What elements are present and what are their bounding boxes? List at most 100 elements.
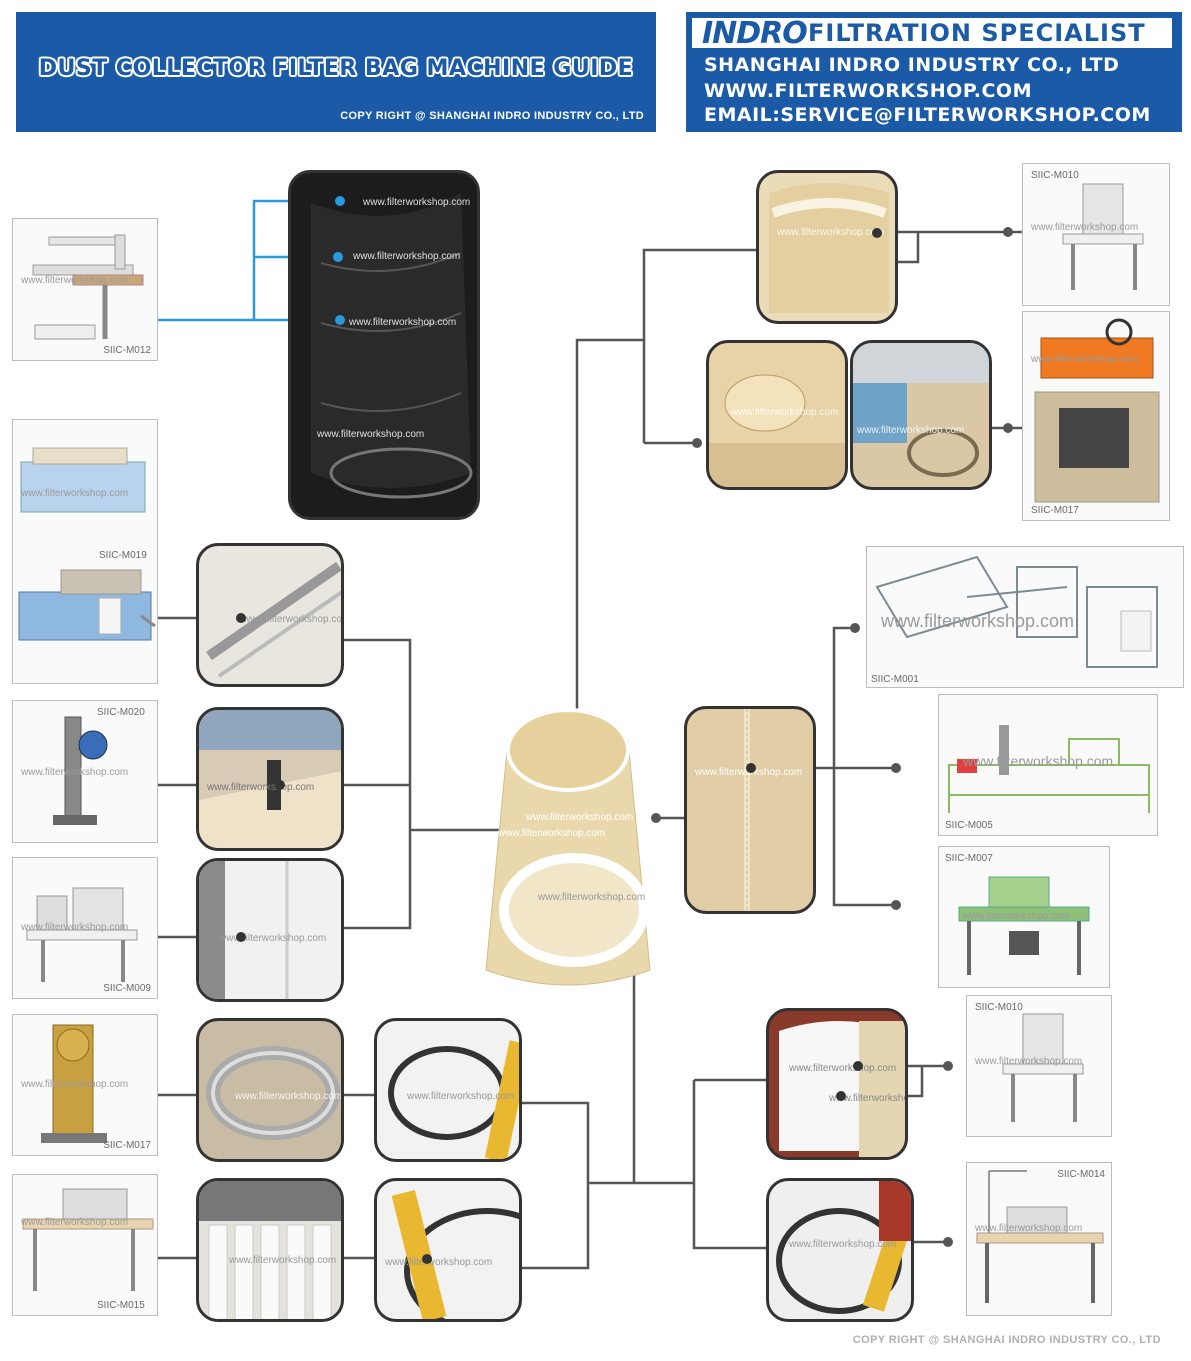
company-info-banner: INDRO FILTRATION SPECIALIST SHANGHAI IND… <box>686 12 1182 132</box>
machine-siic-m017-right[interactable]: www.filterworkshop.com SIIC-M017 <box>1022 311 1170 521</box>
watermark: www.filterworkshop.com <box>975 1056 1083 1067</box>
welding-production-line-icon <box>948 725 1150 813</box>
machine-siic-m005[interactable]: www.filterworkshop.com SIIC-M005 <box>938 694 1158 836</box>
inspection-machine-icon <box>18 447 156 641</box>
guide-title: DUST COLLECTOR FILTER BAG MACHINE GUIDE <box>38 56 634 81</box>
photo-bag-ring-sewing: www.filterworkshop.com <box>766 1178 914 1322</box>
machine-siic-m010-bottom[interactable]: www.filterworkshop.com SIIC-M010 <box>966 995 1112 1137</box>
watermark: www.filterworkshop.com <box>777 227 885 238</box>
watermark: www.filterworkshop.com <box>235 1091 343 1102</box>
hydraulic-press-icon <box>1034 318 1160 503</box>
watermark: www.filterworkshop.com <box>317 429 425 440</box>
connector-node <box>853 1061 863 1071</box>
center-felt-filter-bag: www.filterworkshop.com www.filterworksho… <box>478 700 658 990</box>
company-name: SHANGHAI INDRO INDUSTRY CO., LTD <box>704 54 1120 76</box>
indro-logo: INDRO <box>702 16 808 51</box>
brand-tagline: FILTRATION SPECIALIST <box>808 19 1146 47</box>
machine-code: SIIC-M001 <box>871 674 919 685</box>
machine-code: SIIC-M019 <box>99 550 147 561</box>
machine-siic-m019[interactable]: www.filterworkshop.com SIIC-M019 <box>12 419 158 684</box>
machine-siic-m007[interactable]: www.filterworkshop.com SIIC-M007 <box>938 846 1110 988</box>
connector-node <box>236 613 246 623</box>
watermark: www.filterworkshop.com <box>219 933 327 944</box>
photo-felt-seam-closeup: www.filterworkshop.com <box>684 706 816 914</box>
photo-black-mesh-filter-bag: www.filterworkshop.com www.filterworksho… <box>288 170 480 520</box>
flat-sewing-machine-icon <box>976 1170 1104 1303</box>
brand-box: INDRO FILTRATION SPECIALIST <box>690 16 1174 51</box>
machine-code: SIIC-M017 <box>1031 505 1079 516</box>
connector-node <box>422 1254 432 1264</box>
company-email[interactable]: EMAIL:SERVICE@FILTERWORKSHOP.COM <box>704 104 1151 126</box>
watermark: www.filterworkshop.com <box>21 1079 129 1090</box>
ultrasonic-welding-machine-icon <box>26 887 138 982</box>
watermark: www.filterworkshop.com <box>349 317 457 328</box>
watermark: www.filterworkshop.com <box>789 1063 897 1074</box>
machine-siic-m017-left[interactable]: www.filterworkshop.com SIIC-M017 <box>12 1014 158 1156</box>
machine-siic-m020[interactable]: www.filterworkshop.com SIIC-M020 <box>12 700 158 843</box>
watermark: www.filterworkshop.com <box>243 614 344 625</box>
watermark: www.filterworkshop.com <box>385 1257 493 1268</box>
watermark: www.filterworkshop.com <box>1031 354 1139 365</box>
machine-siic-m009[interactable]: www.filterworkshop.com SIIC-M009 <box>12 857 158 999</box>
machine-code: SIIC-M009 <box>103 983 151 994</box>
watermark: www.filterworkshop.com <box>21 922 129 933</box>
punching-press-icon <box>41 1024 107 1143</box>
photo-white-bag-sleeve: www.filterworkshop.com www.filterworksho… <box>766 1008 908 1160</box>
long-arm-sewing-machine-icon <box>32 234 144 340</box>
connector-node <box>872 228 882 238</box>
watermark: www.filterworkshop.com <box>538 892 646 903</box>
watermark: www.filterworkshop.com <box>963 911 1071 922</box>
machine-code: SIIC-M005 <box>945 820 993 831</box>
watermark: www.filterworkshop.com <box>353 251 461 262</box>
machine-siic-m014[interactable]: www.filterworkshop.com SIIC-M014 <box>966 1162 1112 1316</box>
machine-code: SIIC-M017 <box>103 1140 151 1151</box>
machine-code: SIIC-M020 <box>97 707 145 718</box>
watermark: www.filterworkshop.com <box>21 275 129 286</box>
connector-node <box>335 315 345 325</box>
machine-siic-m012[interactable]: www.filterworkshop.com SIIC-M012 <box>12 218 158 361</box>
machine-siic-m015[interactable]: www.filterworkshop.com SIIC-M015 <box>12 1174 158 1316</box>
strip-cutting-machine-icon <box>22 1188 154 1291</box>
watermark: www.filterworkshop.com <box>731 407 839 418</box>
photo-felt-cutting-press: www.filterworkshop.com <box>850 340 992 490</box>
photo-snap-ring-band: www.filterworkshop.com <box>374 1018 522 1162</box>
triple-needle-sewing-machine-icon <box>958 876 1090 975</box>
photo-cutting-fabric: www.filterworkshop.com <box>196 707 344 851</box>
machine-code: SIIC-M007 <box>945 853 993 864</box>
photo-bag-top-cuff: www.filterworkshop.com <box>756 170 898 324</box>
photo-seam-welding: www.filterworkshop.com <box>196 858 344 1002</box>
watermark: www.filterworkshop.com <box>407 1091 515 1102</box>
watermark: www.filterworkshop.com <box>881 611 1075 631</box>
photo-fabric-roller: www.filterworkshop.com <box>196 543 344 687</box>
company-website[interactable]: WWW.FILTERWORKSHOP.COM <box>704 80 1032 102</box>
photo-snap-ring-sewn: www.filterworkshop.com <box>374 1178 522 1322</box>
machine-siic-m001[interactable]: www.filterworkshop.com SIIC-M001 <box>866 546 1184 688</box>
watermark: www.filterworkshop.com <box>975 1223 1083 1234</box>
watermark: www.filterworkshop.com <box>21 767 129 778</box>
connector-node <box>333 252 343 262</box>
guide-title-banner: DUST COLLECTOR FILTER BAG MACHINE GUIDE … <box>16 12 656 132</box>
watermark: www.filterworkshop.com <box>526 812 634 823</box>
photo-steel-ring: www.filterworkshop.com <box>196 1018 344 1162</box>
footer-copyright: COPY RIGHT @ SHANGHAI INDRO INDUSTRY CO.… <box>852 1334 1161 1346</box>
connector-node <box>236 932 246 942</box>
machine-siic-m010-top[interactable]: www.filterworkshop.com SIIC-M010 <box>1022 163 1170 306</box>
watermark: www.filterworkshop.com <box>857 425 965 436</box>
watermark: www.filterworkshop.com <box>1031 222 1139 233</box>
watermark: www.filterworkshop.com <box>207 782 315 793</box>
machine-code: SIIC-M010 <box>1031 170 1079 181</box>
watermark: www.filterworkshop.com <box>829 1093 905 1104</box>
machine-code: SIIC-M010 <box>975 1002 1023 1013</box>
photo-slit-fabric-strips: www.filterworkshop.com <box>196 1178 344 1322</box>
connector-node <box>836 1091 846 1101</box>
machine-code: SIIC-M014 <box>1057 1169 1105 1180</box>
automatic-bag-production-line-icon <box>875 555 1158 668</box>
watermark: www.filterworkshop.com <box>229 1255 337 1266</box>
connector-node <box>275 780 285 790</box>
watermark: www.filterworkshop.com <box>363 197 471 208</box>
connector-node <box>335 196 345 206</box>
cylinder-sewing-machine-icon <box>1002 1013 1084 1122</box>
cylinder-sewing-machine-icon <box>1062 183 1144 290</box>
photo-cut-felt-disc: www.filterworkshop.com <box>706 340 848 490</box>
